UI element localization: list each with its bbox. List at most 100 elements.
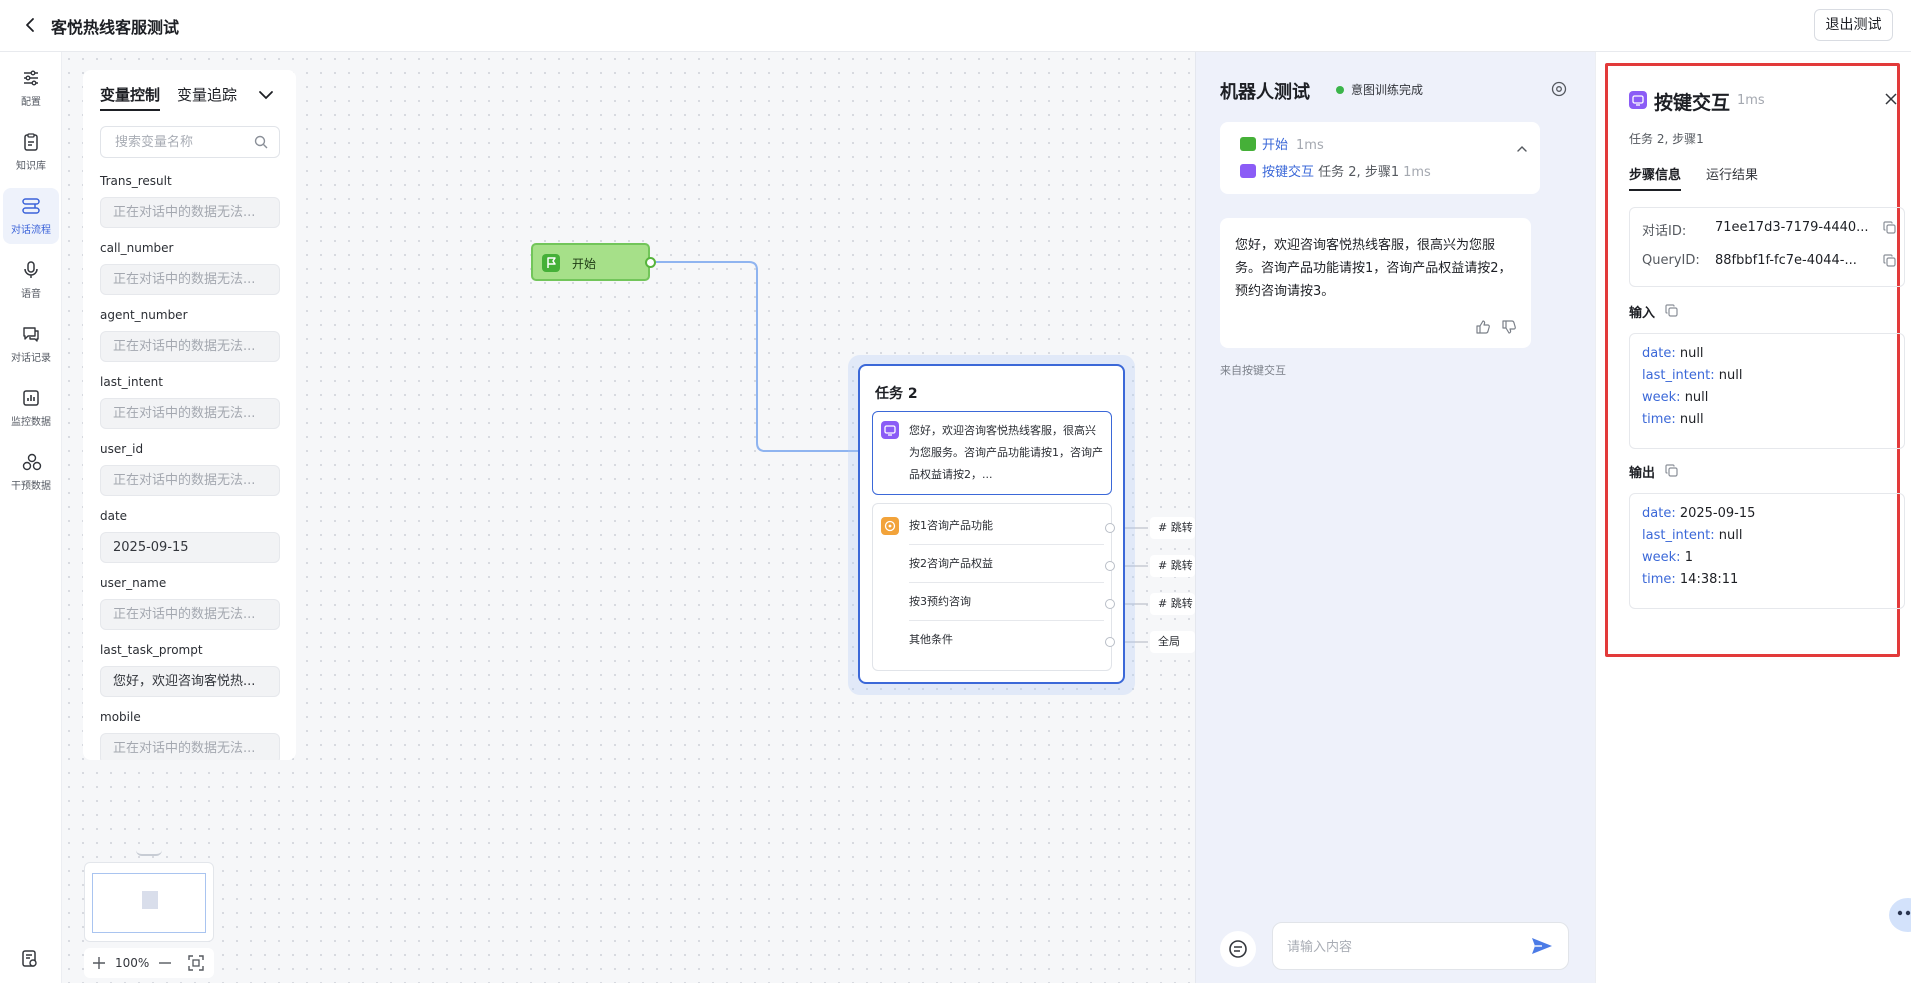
- jump-target-chip[interactable]: # 跳转: [1150, 593, 1195, 615]
- input-section-title: 输入: [1629, 306, 1656, 321]
- sidebar-item-intervene[interactable]: 干预数据: [3, 444, 59, 500]
- fit-view-icon[interactable]: [188, 955, 204, 971]
- global-target-chip[interactable]: 全局: [1150, 631, 1195, 653]
- input-key: last_intent:: [1642, 368, 1715, 383]
- panel-divider: [1595, 52, 1596, 983]
- chat-tool-button[interactable]: [1220, 931, 1256, 967]
- chevron-down-icon[interactable]: [257, 86, 275, 104]
- dialog-id-value: 71ee17d3-7179-4440...: [1715, 220, 1869, 235]
- intervene-icon: [22, 453, 42, 471]
- start-node[interactable]: 开始: [531, 243, 650, 281]
- chat-input[interactable]: [1285, 936, 1515, 958]
- task-node-message[interactable]: 您好，欢迎咨询客悦热线客服，很高兴为您服务。咨询产品功能请按1，咨询产品权益请按…: [872, 411, 1112, 495]
- exit-test-button[interactable]: 退出测试: [1814, 9, 1893, 41]
- input-key: time:: [1642, 412, 1676, 427]
- bot-message-bubble: 您好，欢迎咨询客悦热线客服，很高兴为您服务。咨询产品功能请按1，咨询产品权益请按…: [1220, 218, 1531, 348]
- tab-variable-trace[interactable]: 变量追踪: [177, 86, 238, 104]
- thumbs-down-icon[interactable]: [1501, 319, 1517, 335]
- option-port[interactable]: [1105, 561, 1115, 571]
- copy-icon[interactable]: [1883, 221, 1896, 234]
- sidebar-item-dialog-flow[interactable]: 对话流程: [3, 188, 59, 244]
- output-value: null: [1718, 528, 1743, 543]
- variable-search-input[interactable]: [113, 127, 253, 157]
- variable-search[interactable]: [100, 126, 280, 158]
- tab-step-info[interactable]: 步骤信息: [1629, 164, 1682, 191]
- input-key: week:: [1642, 390, 1681, 405]
- variable-value: 正在对话中的数据无法...: [100, 264, 280, 295]
- output-value: 14:38:11: [1679, 572, 1739, 587]
- settings-icon[interactable]: [1551, 81, 1567, 97]
- message-source: 来自按键交互: [1220, 364, 1286, 377]
- flag-icon: [1240, 137, 1256, 151]
- tab-variable-control[interactable]: 变量控制: [100, 84, 161, 111]
- option-press-3[interactable]: 按3预约咨询: [909, 583, 1104, 621]
- sidebar-item-config[interactable]: 配置: [3, 60, 59, 116]
- minimap[interactable]: [84, 862, 214, 942]
- assistant-mascot-icon[interactable]: [1888, 895, 1911, 935]
- tab-run-result[interactable]: 运行结果: [1706, 168, 1759, 183]
- sidebar-item-chat-records[interactable]: 对话记录: [3, 316, 59, 372]
- knowledge-icon: [24, 133, 38, 151]
- input-key: date:: [1642, 346, 1676, 361]
- output-key: time:: [1642, 572, 1676, 587]
- variable-name: agent_number: [100, 308, 188, 322]
- output-key: last_intent:: [1642, 528, 1715, 543]
- start-node-port[interactable]: [645, 257, 656, 268]
- output-section-title: 输出: [1629, 466, 1656, 481]
- minimap-viewport[interactable]: [92, 873, 206, 933]
- option-press-1[interactable]: 按1咨询产品功能: [909, 507, 1104, 545]
- task-node[interactable]: 任务 2 您好，欢迎咨询客悦热线客服，很高兴为您服务。咨询产品功能请按1，咨询产…: [858, 364, 1125, 684]
- search-icon: [254, 135, 268, 149]
- trace-step-duration: 1ms: [1296, 138, 1324, 153]
- keypad-icon: [881, 517, 899, 535]
- variable-name: call_number: [100, 241, 174, 255]
- close-icon[interactable]: [1884, 92, 1898, 106]
- status-dot: [1336, 86, 1344, 94]
- back-arrow-icon[interactable]: [20, 14, 42, 36]
- sidebar-item-monitor[interactable]: 监控数据: [3, 380, 59, 436]
- variable-name: last_task_prompt: [100, 643, 203, 657]
- ids-box: 对话ID: 71ee17d3-7179-4440... QueryID: 88f…: [1629, 207, 1905, 287]
- zoom-in-icon[interactable]: [92, 956, 106, 970]
- copy-icon[interactable]: [1665, 464, 1678, 477]
- zoom-level: 100%: [115, 956, 150, 970]
- zoom-out-icon[interactable]: [158, 956, 172, 970]
- minimap-toggle[interactable]: [136, 850, 162, 856]
- input-row: last_intent: null: [1642, 368, 1742, 383]
- sidebar-item-knowledge[interactable]: 知识库: [3, 124, 59, 180]
- variable-name: Trans_result: [100, 174, 172, 188]
- dialog-id-row: 对话ID: 71ee17d3-7179-4440...: [1642, 220, 1869, 239]
- thumbs-up-icon[interactable]: [1475, 319, 1491, 335]
- copy-icon[interactable]: [1883, 254, 1896, 267]
- option-other[interactable]: 其他条件: [909, 633, 953, 646]
- chevron-up-icon[interactable]: [1515, 142, 1529, 156]
- output-row: time: 14:38:11: [1642, 572, 1738, 587]
- sidebar-item-label: 知识库: [16, 161, 46, 172]
- input-value: null: [1684, 390, 1709, 405]
- flow-icon: [22, 198, 40, 214]
- option-port[interactable]: [1105, 523, 1115, 533]
- jump-target-chip[interactable]: # 跳转: [1150, 555, 1195, 577]
- variable-name: last_intent: [100, 375, 163, 389]
- bot-message-text: 您好，欢迎咨询客悦热线客服，很高兴为您服务。咨询产品功能请按1，咨询产品权益请按…: [1235, 238, 1512, 299]
- option-port[interactable]: [1105, 637, 1115, 647]
- jump-target-chip[interactable]: # 跳转: [1150, 517, 1195, 539]
- zoom-controls: 100%: [84, 948, 214, 978]
- sidebar-item-voice[interactable]: 语音: [3, 252, 59, 308]
- copy-icon[interactable]: [1665, 304, 1678, 317]
- input-value: null: [1679, 346, 1704, 361]
- option-press-2[interactable]: 按2咨询产品权益: [909, 545, 1104, 583]
- option-port[interactable]: [1105, 599, 1115, 609]
- minimap-node: [142, 891, 158, 909]
- variable-name: user_name: [100, 576, 167, 590]
- page-title: 客悦热线客服测试: [51, 18, 180, 37]
- debug-tool-icon[interactable]: [20, 949, 40, 969]
- sliders-icon: [24, 70, 38, 86]
- send-icon[interactable]: [1531, 936, 1553, 956]
- input-row: week: null: [1642, 390, 1708, 405]
- output-key: week:: [1642, 550, 1681, 565]
